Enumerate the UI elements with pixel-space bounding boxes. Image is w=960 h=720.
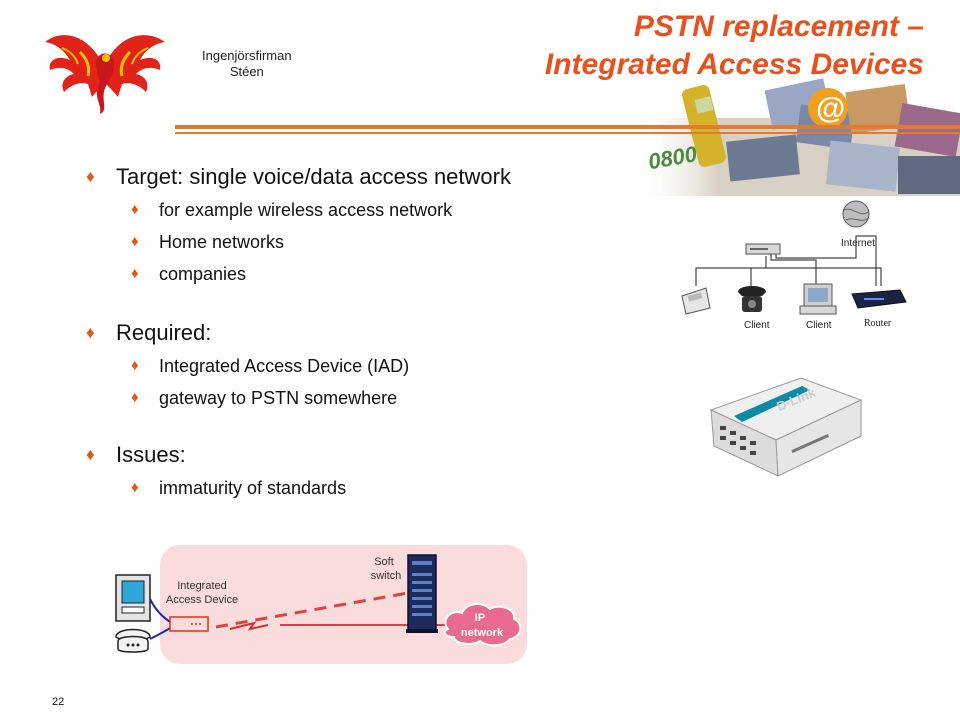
computer-icon [799, 283, 837, 315]
internet-label: Internet [841, 238, 875, 249]
router-icon [851, 289, 907, 309]
sub-bullet-item: ♦ Integrated Access Device (IAD) [84, 350, 644, 382]
iad-diagram: IP network Integrated Access Device Soft… [115, 554, 522, 653]
desktop-computer-icon [115, 574, 151, 622]
softswitch-label-line1: Soft [374, 556, 394, 568]
diamond-bullet-icon: ♦ [131, 479, 139, 496]
page-number: 22 [52, 696, 65, 708]
page-title: PSTN replacement – Integrated Access Dev… [545, 8, 924, 84]
diamond-bullet-icon: ♦ [131, 265, 139, 282]
home-network-diagram: Internet Client Client Router [681, 200, 907, 331]
logo-text: Ingenjörsfirman Stéen [202, 48, 292, 80]
bullet-text: Required: [116, 320, 212, 345]
diamond-bullet-icon: ♦ [86, 323, 95, 342]
diamond-bullet-icon: ♦ [131, 233, 139, 250]
diamond-bullet-icon: ♦ [131, 357, 139, 374]
diamond-bullet-icon: ♦ [131, 201, 139, 218]
router-label: Router [864, 318, 892, 329]
sub-bullet-text: companies [159, 264, 247, 284]
svg-text:@: @ [816, 92, 845, 125]
globe-icon [842, 200, 870, 228]
iad-label-line1: Integrated [177, 580, 227, 592]
sub-bullet-text: gateway to PSTN somewhere [159, 388, 398, 408]
bullet-list: ♦ Target: single voice/data access networ… [84, 160, 644, 504]
bullet-item: ♦ Issues: [84, 438, 644, 472]
telephone-icon [738, 286, 766, 312]
client2-label: Client [806, 320, 832, 331]
softswitch-server-icon [406, 554, 438, 633]
ip-network-cloud-icon [443, 603, 522, 647]
sub-bullet-text: Home networks [159, 232, 285, 252]
sub-bullet-text: immaturity of standards [159, 478, 347, 498]
logo-text-line2: Stéen [229, 64, 264, 79]
sub-bullet-item: ♦ for example wireless access network [84, 194, 644, 226]
iad-device-icon [169, 616, 209, 632]
sub-bullet-item: ♦ companies [84, 258, 644, 290]
sub-bullet-text: Integrated Access Device (IAD) [159, 356, 410, 376]
bullet-text: Issues: [116, 442, 186, 467]
telephone-icon [115, 628, 151, 653]
ip-network-label-line2: network [461, 627, 504, 639]
telecom-collage-image: @ 0800 [638, 78, 960, 196]
fax-machine-icon [681, 287, 711, 315]
sub-bullet-item: ♦ gateway to PSTN somewhere [84, 382, 644, 414]
softswitch-label-line2: switch [371, 570, 402, 582]
bullet-item: ♦ Target: single voice/data access networ… [84, 160, 644, 194]
title-line1: PSTN replacement – [633, 10, 924, 43]
ip-network-label-line1: IP [475, 612, 485, 624]
phoenix-logo-icon [45, 35, 165, 114]
sub-bullet-item: ♦ immaturity of standards [84, 472, 644, 504]
sub-bullet-text: for example wireless access network [159, 200, 453, 220]
diamond-bullet-icon: ♦ [86, 167, 95, 186]
hub-icon [745, 243, 781, 255]
header-rule-thick [175, 125, 960, 129]
router-photo-image: D-Link [709, 377, 863, 477]
bullet-item: ♦ Required: [84, 316, 644, 350]
iad-label-line2: Access Device [166, 594, 238, 606]
header-rule-thin [175, 132, 960, 134]
logo-text-line1: Ingenjörsfirman [202, 48, 292, 63]
bullet-text: Target: single voice/data access network [116, 164, 511, 189]
title-line2: Integrated Access Devices [544, 48, 924, 81]
client1-label: Client [744, 320, 770, 331]
diamond-bullet-icon: ♦ [86, 445, 95, 464]
network-lines [695, 235, 882, 286]
diamond-bullet-icon: ♦ [131, 389, 139, 406]
sub-bullet-item: ♦ Home networks [84, 226, 644, 258]
